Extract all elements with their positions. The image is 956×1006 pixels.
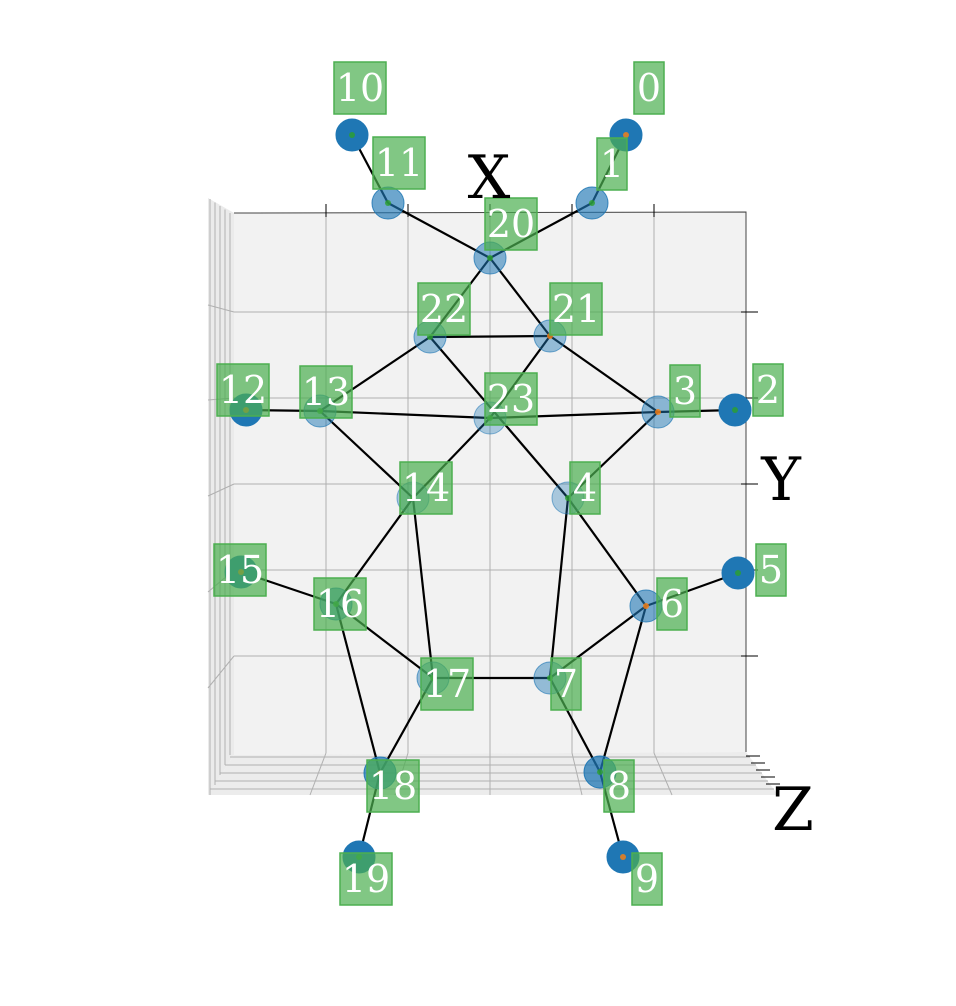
graph-edge — [411, 497, 435, 679]
node-label: 19 — [342, 857, 390, 901]
node-label-box — [633, 61, 665, 115]
node-center-dot — [655, 409, 661, 415]
node-label: 10 — [336, 66, 384, 110]
node-center-dot — [349, 132, 355, 138]
node-label-box — [603, 759, 635, 813]
node-center-dot — [735, 570, 741, 576]
node-label-box — [417, 282, 471, 336]
node-label: 23 — [487, 377, 535, 421]
node-label-box — [420, 657, 474, 711]
node-label: 16 — [316, 582, 364, 626]
graph-edge — [567, 497, 647, 607]
node-label: 7 — [554, 662, 578, 706]
x-axis-title: X — [468, 143, 511, 213]
node-label-box — [213, 543, 267, 597]
graph-edges — [240, 134, 739, 858]
node-label: 4 — [573, 466, 597, 510]
gridline-bottom-pane — [571, 752, 583, 796]
node-center-dot — [623, 132, 629, 138]
node-label: 9 — [635, 857, 659, 901]
graph-edge — [548, 497, 570, 679]
node-label: 5 — [759, 548, 783, 592]
node-label: 20 — [487, 202, 535, 246]
node-label: 18 — [369, 764, 417, 808]
graph-edge — [549, 335, 659, 413]
node-label: 8 — [607, 764, 631, 808]
node-label-box — [339, 852, 393, 906]
y-axis-title: Y — [760, 445, 802, 515]
node-center-dot — [385, 200, 391, 206]
node-label: 12 — [219, 368, 267, 412]
node-center-dot — [597, 769, 603, 775]
graph-edge — [429, 334, 551, 339]
node-label: 13 — [302, 370, 350, 414]
node-label-box — [313, 577, 367, 631]
node-label: 11 — [375, 141, 423, 185]
node-label-box — [299, 365, 353, 419]
node-label: 1 — [600, 142, 624, 186]
node-label-box — [549, 282, 603, 336]
node-label-box — [596, 137, 628, 191]
node-label: 15 — [216, 548, 264, 592]
node-label: 3 — [673, 369, 697, 413]
node-label-box — [216, 363, 270, 417]
z-axis-title: Z — [772, 775, 814, 845]
node-label-box — [484, 372, 538, 426]
graph-edge — [319, 410, 414, 499]
node-label-box — [484, 197, 538, 251]
node-label: 22 — [420, 287, 468, 331]
axis-panes — [208, 198, 778, 795]
node-label-box — [669, 364, 701, 418]
gridline-bottom-pane — [653, 752, 673, 796]
node-label: 14 — [402, 466, 450, 510]
node-label: 21 — [552, 287, 600, 331]
node-center-dot — [589, 200, 595, 206]
node-center-dot — [643, 603, 649, 609]
node-label-box — [752, 363, 784, 417]
node-label: 2 — [756, 368, 780, 412]
graph-edge — [598, 605, 648, 773]
node-label-box — [372, 136, 426, 190]
graph-edge — [334, 603, 382, 774]
node-label-box — [569, 461, 601, 515]
node-label-box — [333, 61, 387, 115]
node-label-box — [366, 759, 420, 813]
node-center-dot — [732, 407, 738, 413]
node-center-dot — [487, 255, 493, 261]
node-label-box — [550, 657, 582, 711]
node-label: 0 — [637, 66, 661, 110]
graph-edge — [387, 202, 491, 259]
node-center-dot — [620, 854, 626, 860]
node-label: 17 — [423, 662, 471, 706]
gridline-bottom-pane — [309, 752, 327, 796]
node-label-box — [399, 461, 453, 515]
node-label: 6 — [660, 582, 684, 626]
node-label-box — [755, 543, 787, 597]
node-label-box — [631, 852, 663, 906]
node-label-box — [656, 577, 688, 631]
